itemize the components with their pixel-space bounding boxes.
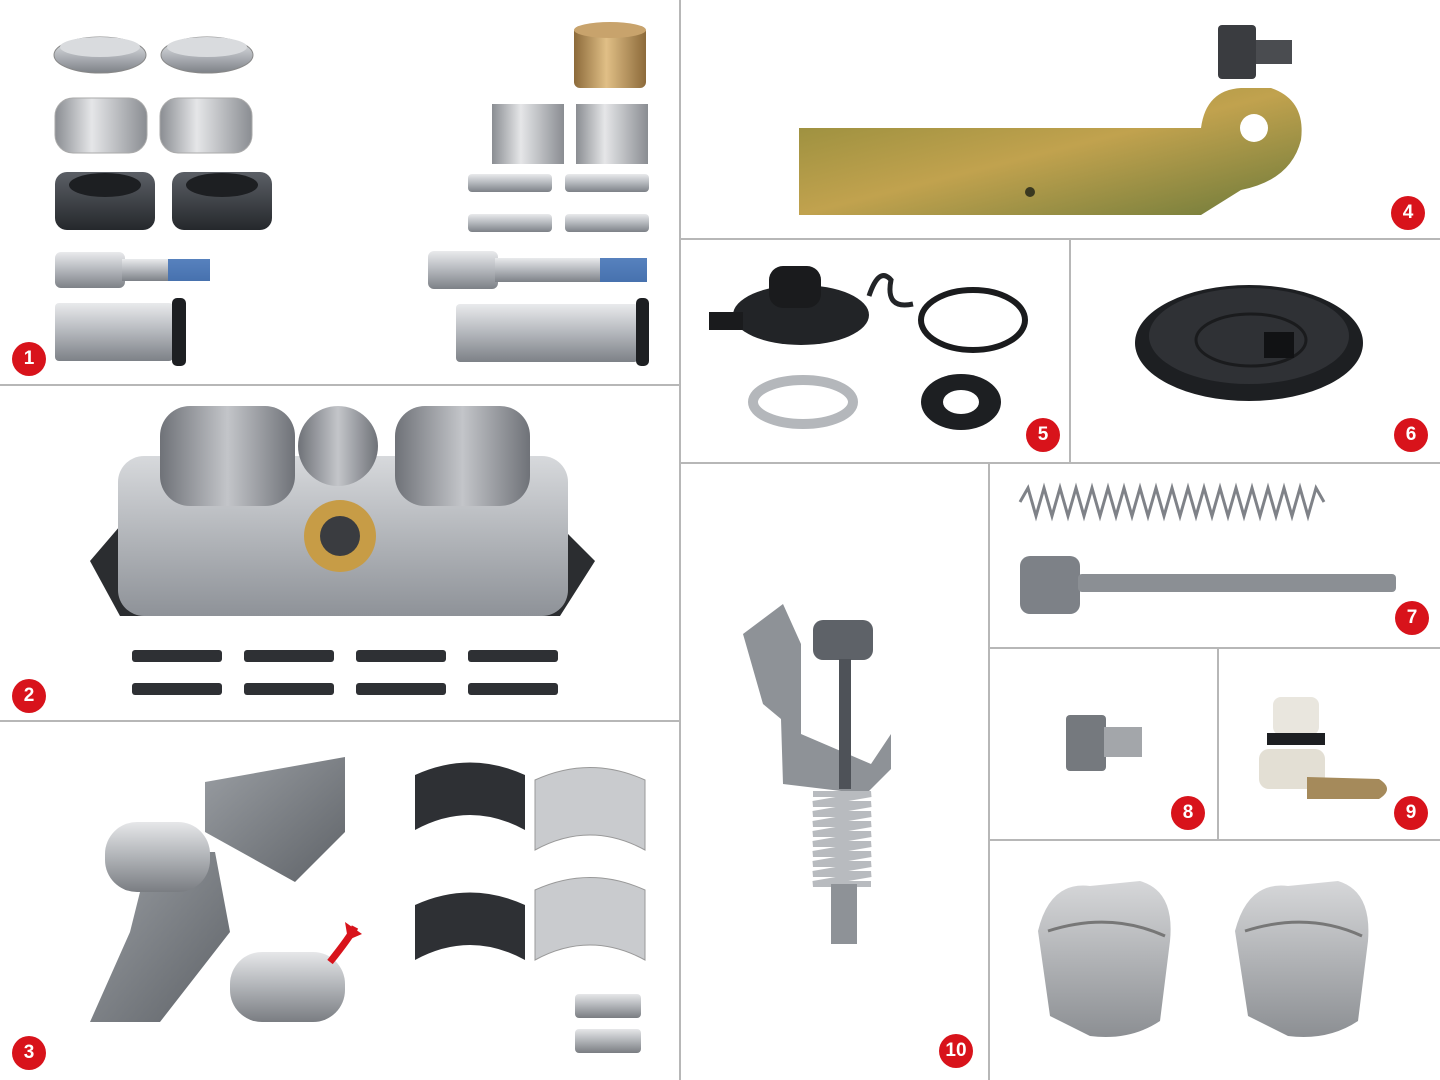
badge-2: 2	[12, 679, 46, 713]
badge-3: 3	[12, 1036, 46, 1070]
lever-kit-image	[90, 757, 646, 1053]
spring-shaft-image	[1018, 482, 1396, 614]
divider-8-9	[1217, 647, 1219, 839]
adjuster-housing-image	[90, 406, 595, 616]
panel-11-thrust-pieces	[990, 841, 1440, 1080]
divider-left-2	[0, 720, 680, 722]
panel-6-cover-disc: 6	[1071, 240, 1440, 462]
badge-8: 8	[1171, 796, 1205, 830]
bolt-set-image	[132, 650, 558, 695]
badge-5: 5	[1026, 418, 1060, 452]
divider-7	[988, 647, 1440, 649]
bracket-image	[799, 25, 1302, 215]
cover-disc-image	[1135, 285, 1363, 401]
badge-10: 10	[939, 1034, 973, 1068]
adjuster-spindle-image	[743, 604, 891, 944]
valve-image	[1259, 697, 1387, 799]
badge-4: 4	[1391, 196, 1425, 230]
panel-7-spring-shaft: 7	[990, 464, 1440, 647]
panel-9-valve: 9	[1219, 649, 1440, 839]
divider-right-1	[680, 238, 1440, 240]
divider-5-6	[1069, 238, 1071, 462]
panel-3-lever-kit: 3	[0, 722, 679, 1080]
panel-10-adjuster-spindle: 10	[681, 464, 988, 1080]
divider-10	[988, 462, 990, 1080]
panel-2-adjuster-housing: 2	[0, 386, 679, 720]
divider-9	[988, 839, 1440, 841]
divider-right-2	[680, 462, 1440, 464]
panel-5-cap-seal-kit: 5	[681, 240, 1069, 462]
divider-vertical-main	[679, 0, 681, 1080]
hex-bolt-image	[1066, 715, 1142, 771]
divider-left-1	[0, 384, 680, 386]
badge-6: 6	[1394, 418, 1428, 452]
guide-pin-kit-image	[53, 22, 649, 366]
panel-4-bracket: 4	[681, 0, 1440, 238]
badge-1: 1	[12, 342, 46, 376]
thrust-pieces-image	[1038, 881, 1369, 1037]
panel-8-hex-bolt: 8	[990, 649, 1217, 839]
badge-9: 9	[1394, 796, 1428, 830]
badge-7: 7	[1395, 601, 1429, 635]
panel-1-guide-pin-kit: 1	[0, 0, 679, 384]
cap-seal-kit-image	[709, 266, 1028, 430]
